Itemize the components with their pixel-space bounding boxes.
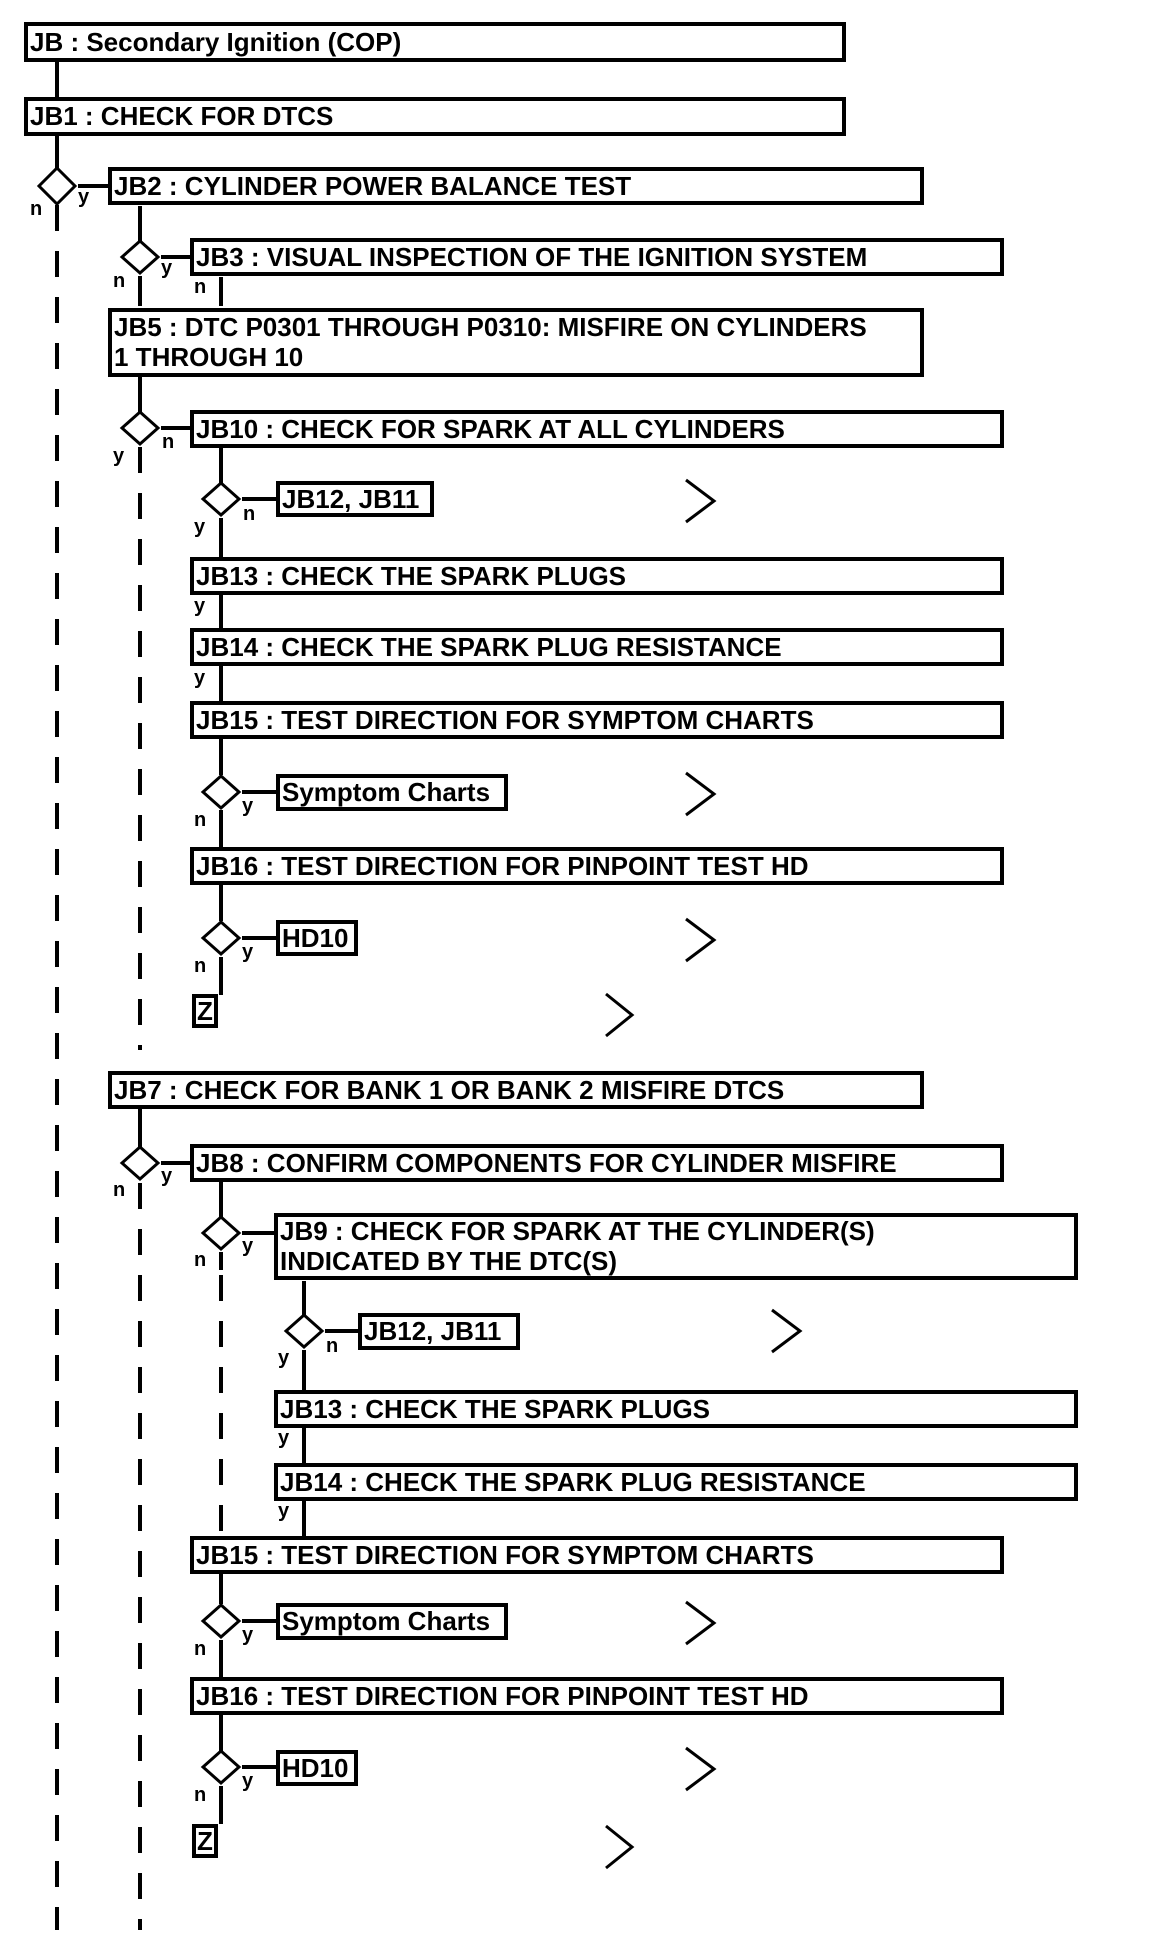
branch-label-yes: y (161, 257, 173, 279)
branch-label-no: n (30, 198, 42, 220)
step-jb3: JB3 : VISUAL INSPECTION OF THE IGNITION … (196, 242, 867, 272)
branch-label-yes: y (113, 445, 125, 467)
branch-label-no: n (326, 1335, 338, 1357)
branch-label-yes: y (194, 516, 206, 538)
branch-label-yes: y (242, 795, 254, 817)
branch-label-no: n (113, 270, 125, 292)
step-jb14-b: JB14 : CHECK THE SPARK PLUG RESISTANCE (280, 1467, 866, 1497)
branch-label-yes: y (242, 1624, 254, 1646)
step-jb5-line2: 1 THROUGH 10 (114, 342, 303, 372)
branch-label-yes: y (242, 1235, 254, 1257)
branch-label-no: n (194, 1249, 206, 1271)
step-jb15-b: JB15 : TEST DIRECTION FOR SYMPTOM CHARTS (196, 1540, 814, 1570)
branch-label-yes: y (194, 667, 206, 689)
branch-label-no: n (162, 431, 174, 453)
step-jb13-b: JB13 : CHECK THE SPARK PLUGS (280, 1394, 710, 1424)
step-jb2: JB2 : CYLINDER POWER BALANCE TEST (114, 171, 631, 201)
step-jb13: JB13 : CHECK THE SPARK PLUGS (196, 561, 626, 591)
branch-label-yes: y (278, 1500, 290, 1522)
end-z: Z (197, 996, 213, 1026)
end-z-b: Z (197, 1826, 213, 1856)
branch-label-no: n (194, 1638, 206, 1660)
branch-label-yes: y (242, 1770, 254, 1792)
step-jb10: JB10 : CHECK FOR SPARK AT ALL CYLINDERS (196, 414, 785, 444)
link-jb12-jb11-b: JB12, JB11 (364, 1316, 501, 1346)
branch-label-yes: y (161, 1165, 173, 1187)
branch-label-yes: y (194, 595, 206, 617)
step-jb5-line1: JB5 : DTC P0301 THROUGH P0310: MISFIRE O… (114, 312, 867, 342)
branch-label-yes: y (78, 186, 90, 208)
step-jb16: JB16 : TEST DIRECTION FOR PINPOINT TEST … (196, 851, 809, 881)
step-jb9-line2: INDICATED BY THE DTC(S) (280, 1246, 617, 1276)
branch-label-yes: y (278, 1427, 290, 1449)
branch-label-no: n (194, 955, 206, 977)
link-jb12-jb11: JB12, JB11 (282, 484, 419, 514)
link-symptom-charts: Symptom Charts (282, 777, 490, 807)
step-jb14: JB14 : CHECK THE SPARK PLUG RESISTANCE (196, 632, 782, 662)
step-jb8: JB8 : CONFIRM COMPONENTS FOR CYLINDER MI… (196, 1148, 897, 1178)
branch-label-no: n (243, 503, 255, 525)
branch-label-no: n (194, 1784, 206, 1806)
link-hd10: HD10 (282, 923, 348, 953)
link-hd10-b: HD10 (282, 1753, 348, 1783)
branch-label-no: n (194, 809, 206, 831)
link-symptom-charts-b: Symptom Charts (282, 1606, 490, 1636)
branch-label-no: n (113, 1179, 125, 1201)
step-jb15: JB15 : TEST DIRECTION FOR SYMPTOM CHARTS (196, 705, 814, 735)
step-jb9-line1: JB9 : CHECK FOR SPARK AT THE CYLINDER(S) (280, 1216, 875, 1246)
step-jb1: JB1 : CHECK FOR DTCS (30, 101, 333, 131)
flow-title: JB : Secondary Ignition (COP) (30, 27, 401, 57)
branch-label-yes: y (242, 941, 254, 963)
branch-label-yes: y (278, 1347, 290, 1369)
step-jb16-b: JB16 : TEST DIRECTION FOR PINPOINT TEST … (196, 1681, 809, 1711)
step-jb7: JB7 : CHECK FOR BANK 1 OR BANK 2 MISFIRE… (114, 1075, 784, 1105)
branch-label-no: n (194, 276, 206, 298)
